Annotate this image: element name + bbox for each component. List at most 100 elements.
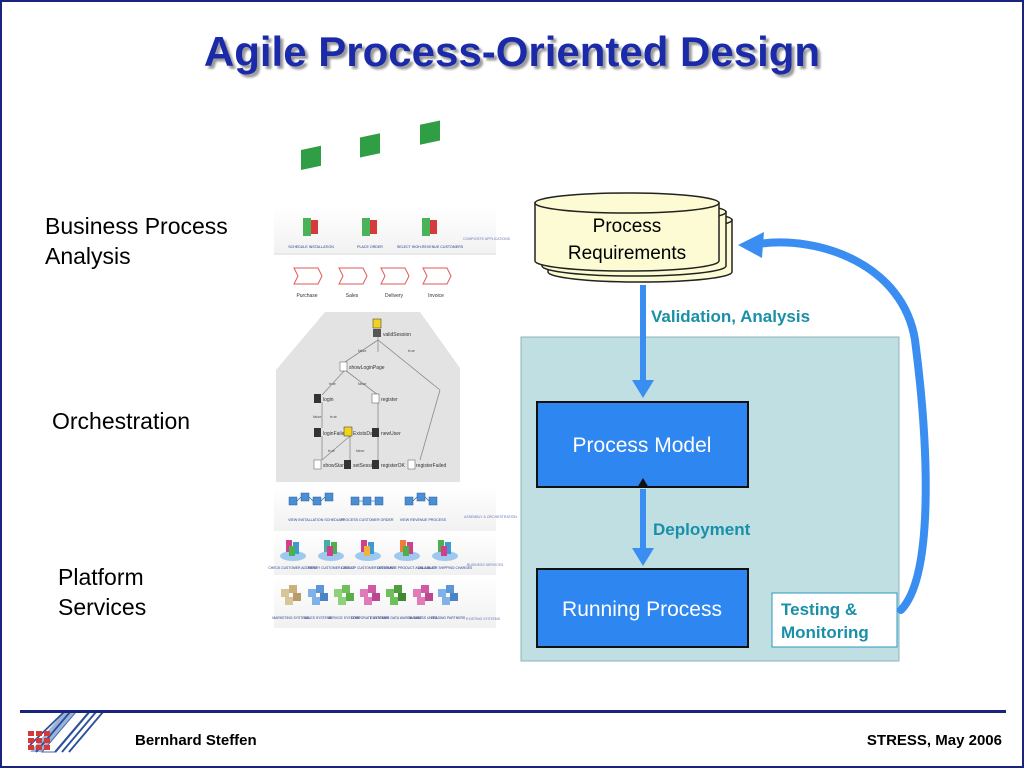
requirements-line2: Requirements	[568, 243, 686, 264]
system-icon-business-units	[413, 585, 433, 605]
system-icon-service	[334, 585, 354, 605]
composite-apps-tag: COMPOSITE APPLICATIONS	[463, 237, 511, 241]
service-label-3: LOOK-UP CUSTOMER DISCOUNT	[341, 566, 395, 570]
deployment-label: Deployment	[653, 520, 751, 539]
system-icon-corporate	[360, 585, 380, 605]
assembly-label-3: VIEW REVENUE PROCESS	[400, 518, 447, 522]
existing-systems-thumbnail: MARKETING SYSTEMS SALES SYSTEMS SERVICE …	[272, 576, 501, 628]
testing-line2: Monitoring	[781, 623, 869, 642]
composite-apps-thumbnail: SCHEDULE INSTALLATION PLACE ORDER SELECT…	[274, 120, 511, 255]
step-purchase: Purchase	[296, 293, 317, 299]
flow-node-icon	[371, 393, 380, 404]
platform-line2: Services	[58, 594, 147, 620]
edge-true: true	[328, 448, 336, 453]
app-label-2: PLACE ORDER	[357, 245, 383, 249]
bpa-line1: Business Process	[45, 213, 228, 239]
node-registerok: registerOK	[381, 463, 406, 469]
app-icon-select-customers	[420, 120, 440, 236]
system-icon-trading-partners	[438, 585, 458, 605]
system-label-6: BUSINESS UNITS	[409, 616, 438, 620]
app-label-3: SELECT HIGH-REVENUE CUSTOMERS	[397, 245, 464, 249]
node-setsession: setSession	[353, 463, 378, 469]
business-services-tag: BUSINESS SERVICES	[467, 563, 504, 567]
system-label-2: SALES SYSTEMS	[304, 616, 333, 620]
system-icon-data-warehouse	[386, 585, 406, 605]
node-existsdata: ExistsData	[353, 431, 377, 437]
existing-systems-tag: EXISTING SYSTEMS	[466, 617, 501, 621]
edge-false: false	[356, 448, 365, 453]
edge-false: false	[313, 414, 322, 419]
system-label-1: MARKETING SYSTEMS	[272, 616, 310, 620]
service-icon-check-address	[280, 540, 306, 561]
system-icon-marketing	[281, 585, 301, 605]
flow-node-icon	[339, 361, 348, 372]
service-label-4: DETERMINE PRODUCT AVAILABILITY	[377, 566, 438, 570]
step-delivery: Delivery	[385, 293, 404, 299]
slide-title: Agile Process-Oriented Design	[203, 28, 821, 75]
validation-label: Validation, Analysis	[651, 307, 810, 326]
service-label-2: VERIFY CUSTOMER CREDIT	[308, 566, 354, 570]
system-icon-sales	[308, 585, 328, 605]
app-icon-schedule	[301, 145, 321, 236]
business-services-thumbnail: CHECK CUSTOMER ADDRESS VERIFY CUSTOMER C…	[268, 531, 504, 575]
university-logo-icon	[28, 711, 104, 753]
system-label-3: SERVICE SYSTEMS	[328, 616, 361, 620]
step-invoice: Invoice	[428, 293, 444, 299]
flow-node-icon	[373, 329, 381, 337]
node-showloginpage: showLoginPage	[349, 365, 385, 371]
deployment-arrow	[632, 478, 654, 566]
edge-true: true	[329, 381, 337, 386]
edge-false: false	[358, 348, 367, 353]
process-model-box	[536, 401, 749, 488]
label-business-process-analysis: Business Process Analysis	[45, 211, 228, 271]
bpa-line2: Analysis	[45, 243, 131, 269]
orchestration-flowchart-thumbnail: validSession showLoginPage login registe…	[276, 312, 460, 482]
assembly-thumbnail: VIEW INSTALLATION SCHEDULE PROCESS CUSTO…	[274, 487, 517, 531]
service-icon-product-availability	[394, 540, 420, 561]
service-icon-look-up-discount	[355, 540, 381, 561]
flow-node-icon	[407, 459, 416, 470]
platform-line1: Platform	[58, 564, 144, 590]
running-process-box	[536, 568, 749, 648]
edge-false: false	[358, 381, 367, 386]
service-label-5: CALCULATE SHIPPING CHARGES	[418, 566, 473, 570]
node-showstart: showStart	[323, 463, 346, 469]
feedback-arrow	[738, 232, 930, 614]
node-registerfailed: registerFailed	[416, 463, 447, 469]
decision-node-icon	[372, 318, 382, 329]
process-steps-thumbnail: Purchase Sales Delivery Invoice	[293, 267, 452, 299]
service-label-1: CHECK CUSTOMER ADDRESS	[268, 566, 318, 570]
decision-node-icon	[343, 426, 353, 437]
app-label-1: SCHEDULE INSTALLATION	[288, 245, 334, 249]
assembly-label-1: VIEW INSTALLATION SCHEDULE	[288, 518, 344, 522]
assembly-tag: ASSEMBLY & ORCHESTRATION	[464, 515, 517, 519]
label-platform-services: Platform Services	[58, 562, 146, 622]
service-icon-shipping-charges	[432, 540, 458, 561]
node-register: register	[381, 397, 398, 403]
testing-line1: Testing &	[781, 600, 857, 619]
footer-author: Bernhard Steffen	[135, 732, 257, 749]
node-loginfailed: loginFailed	[323, 431, 347, 437]
system-label-7: TRADING PARTNERS	[431, 616, 466, 620]
footer-divider	[20, 710, 1006, 713]
label-orchestration: Orchestration	[52, 408, 191, 434]
step-sales: Sales	[346, 293, 359, 299]
edge-true: true	[330, 414, 338, 419]
node-validsession: validSession	[383, 332, 411, 338]
footer-event: STRESS, May 2006	[866, 732, 1002, 749]
service-icon-verify-credit	[318, 540, 344, 561]
system-label-4: CORPORATE SYSTEMS	[351, 616, 390, 620]
flow-node-icon	[314, 394, 321, 403]
flow-node-icon	[344, 460, 351, 469]
flow-node-icon	[372, 428, 379, 437]
node-newuser: newUser	[381, 431, 401, 437]
flow-node-icon	[314, 428, 321, 437]
assembly-label-2: PROCESS CUSTOMER ORDER	[340, 518, 393, 522]
process-requirements-docs: Process Requirements	[534, 192, 733, 283]
process-model-label: Process Model	[573, 434, 712, 457]
requirements-line1: Process	[593, 216, 662, 237]
validation-arrow	[632, 285, 654, 398]
app-icon-place-order	[360, 133, 380, 236]
